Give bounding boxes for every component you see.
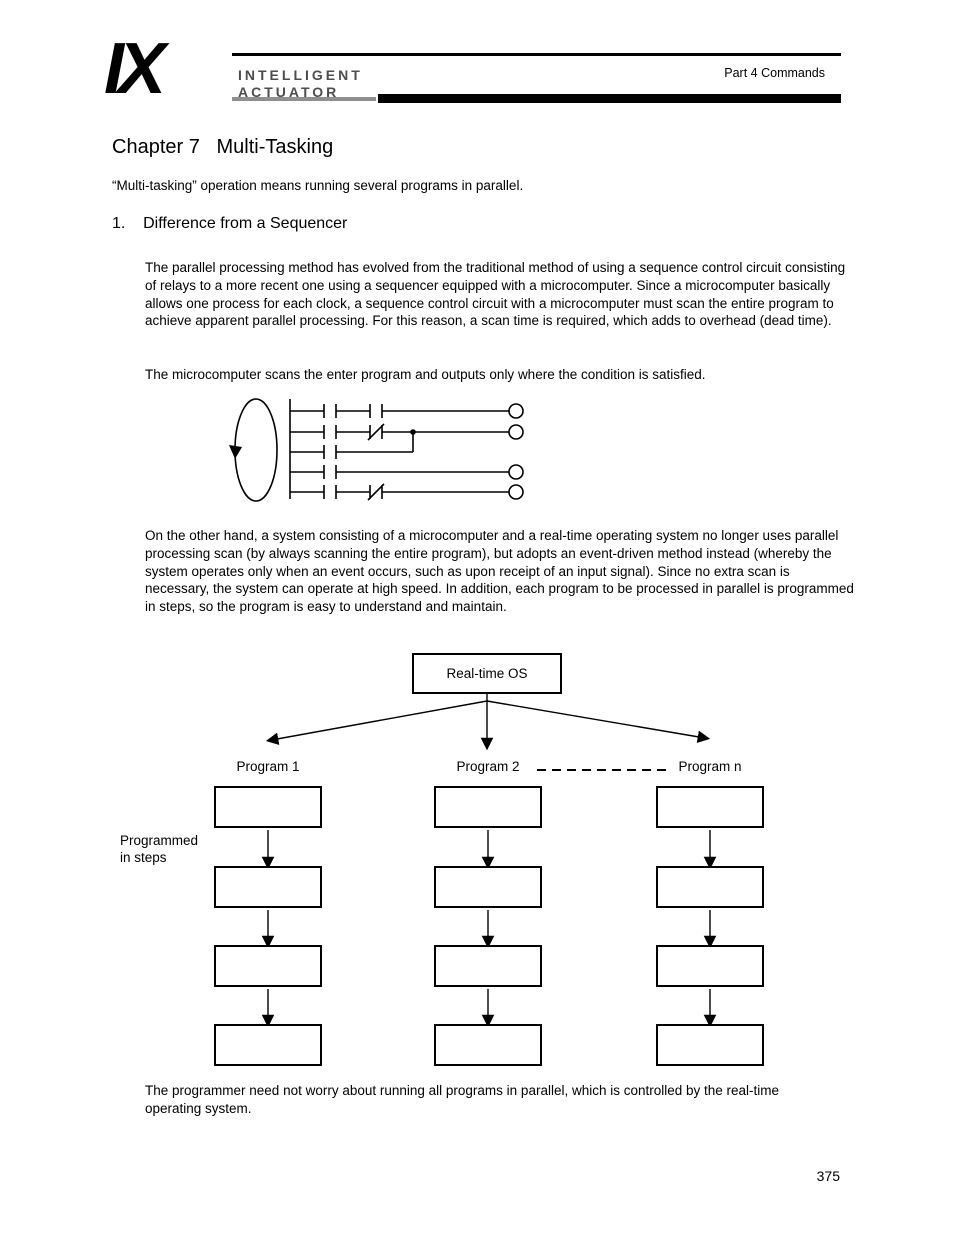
page-number: 375 [816,1168,840,1184]
part-breadcrumb: Part 4 Commands [724,66,825,80]
ix-logo: IX [104,29,166,109]
program-n-label: Program n [678,759,742,774]
programmed-in-steps-label: Programmed in steps [120,833,199,865]
coil-3 [508,464,524,480]
scan-loop-arrowhead [229,445,242,459]
step-box [214,945,322,987]
coil-2 [508,424,524,440]
header-gray-rule [232,97,376,101]
brand-line-actuator: ACTUATOR [238,84,340,100]
brand-wordmark: INTELLIGENT ACTUATOR [238,67,363,101]
step-box [434,945,542,987]
step-box [656,1024,764,1066]
paragraph-scan: The microcomputer scans the enter progra… [145,367,706,382]
rtos-label: Real-time OS [446,666,528,681]
header-thick-rule [378,94,841,103]
section-heading: 1. Difference from a Sequencer [112,215,348,232]
step-box [434,786,542,828]
chapter-intro: “Multi-tasking” operation means running … [112,178,524,193]
coil-1 [508,403,524,419]
step-box [656,866,764,908]
rtos-box: Real-time OS [412,653,562,694]
step-box [434,1024,542,1066]
paragraph-sequencer: The parallel processing method has evolv… [145,260,846,329]
step-box [656,945,764,987]
step-box [214,1024,322,1066]
paragraph-rtos: On the other hand, a system consisting o… [145,528,854,615]
ladder-scan-figure [229,398,524,502]
step-box [214,786,322,828]
step-box [656,786,764,828]
scan-loop-ellipse [234,398,278,502]
brand-line-intelligent: INTELLIGENT [238,67,363,83]
step-box [434,866,542,908]
header-top-rule [232,53,841,56]
program-1-label: Program 1 [236,759,300,774]
chapter-title: Chapter 7 Multi-Tasking [112,136,334,158]
coil-4 [508,484,524,500]
program-2-label: Program 2 [456,759,520,774]
paragraph-closing: The programmer need not worry about runn… [145,1083,780,1116]
step-box [214,866,322,908]
